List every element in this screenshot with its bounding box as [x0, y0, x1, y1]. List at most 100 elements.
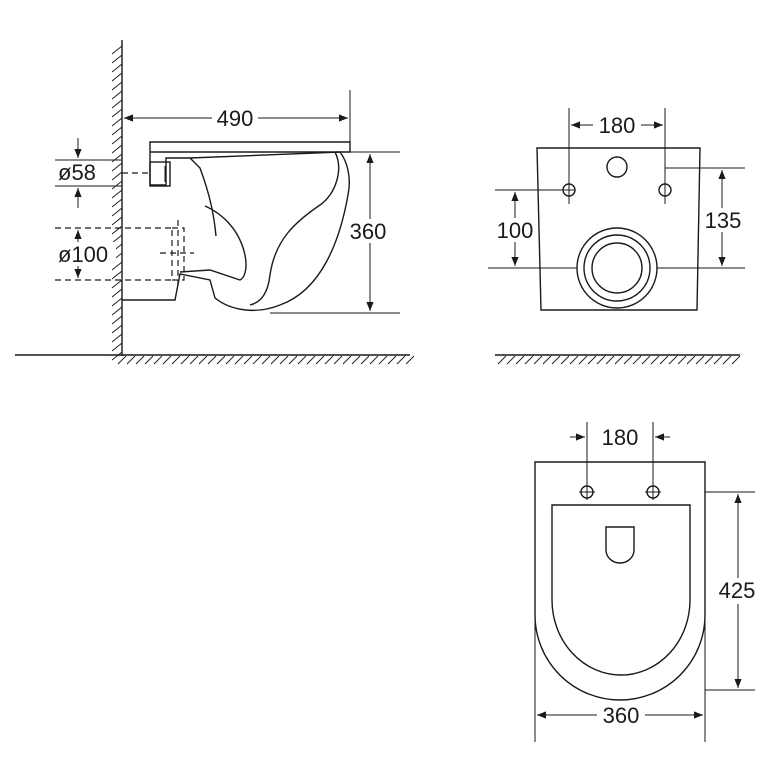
hatch-line	[216, 355, 226, 365]
top-width-label: 360	[603, 703, 640, 728]
hatch-line	[713, 355, 723, 365]
hatch-line	[731, 355, 741, 365]
hatch-line	[668, 355, 678, 365]
hatch-line	[111, 180, 123, 190]
hatch-line	[378, 355, 388, 365]
hatch-line	[360, 355, 370, 365]
hatch-line	[270, 355, 280, 365]
hatch-line	[641, 355, 651, 365]
hatch-line	[704, 355, 714, 365]
hatch-line	[533, 355, 543, 365]
toilet-bowl-outline	[122, 151, 350, 311]
hatch-line	[111, 81, 123, 91]
height-label: 360	[350, 219, 387, 244]
hatch-line	[596, 355, 606, 365]
hatch-line	[144, 355, 154, 365]
inlet-diameter-label: ø58	[58, 160, 96, 185]
top-inlet-slot	[605, 526, 635, 564]
hatch-line	[111, 225, 123, 235]
wall-hatching	[111, 45, 123, 361]
floor-hatching	[117, 355, 415, 365]
hatch-line	[387, 355, 397, 365]
hatch-line	[324, 355, 334, 365]
hatch-line	[111, 270, 123, 280]
outlet-ring-outer	[576, 227, 658, 309]
hatch-line	[111, 126, 123, 136]
hatch-line	[153, 355, 163, 365]
hatch-line	[111, 162, 123, 172]
hatch-line	[111, 351, 123, 361]
hatch-line	[111, 324, 123, 334]
hatch-line	[405, 355, 415, 365]
hatch-line	[497, 355, 507, 365]
rear-left-height-label: 100	[497, 218, 534, 243]
hatch-line	[524, 355, 534, 365]
hatch-line	[111, 171, 123, 181]
outlet-diameter-label: ø100	[58, 242, 108, 267]
hatch-line	[111, 135, 123, 145]
toilet-trap	[179, 205, 247, 281]
hatch-line	[111, 216, 123, 226]
hatch-line	[111, 261, 123, 271]
hatch-line	[111, 279, 123, 289]
hatch-line	[515, 355, 525, 365]
hatch-line	[569, 355, 579, 365]
top-bolt-right	[645, 484, 661, 500]
side-view: 490 360 ø58 ø100	[15, 40, 415, 365]
hatch-line	[111, 72, 123, 82]
hatch-line	[111, 198, 123, 208]
hatch-line	[234, 355, 244, 365]
hatch-line	[111, 315, 123, 325]
hatch-line	[587, 355, 597, 365]
hatch-line	[342, 355, 352, 365]
hatch-line	[333, 355, 343, 365]
hatch-line	[111, 45, 123, 55]
hatch-line	[351, 355, 361, 365]
hatch-line	[315, 355, 325, 365]
hatch-line	[162, 355, 172, 365]
hatch-line	[111, 90, 123, 100]
width-label: 490	[217, 106, 254, 131]
hatch-line	[614, 355, 624, 365]
hatch-line	[551, 355, 561, 365]
hatch-line	[111, 108, 123, 118]
top-length-label: 425	[719, 578, 756, 603]
hatch-line	[695, 355, 705, 365]
hatch-line	[111, 189, 123, 199]
hatch-line	[111, 99, 123, 109]
hatch-line	[111, 63, 123, 73]
hatch-line	[189, 355, 199, 365]
hatch-line	[180, 355, 190, 365]
hatch-line	[623, 355, 633, 365]
hatch-line	[288, 355, 298, 365]
top-bolt-left	[579, 484, 595, 500]
hatch-line	[659, 355, 669, 365]
hatch-line	[297, 355, 307, 365]
hatch-line	[560, 355, 570, 365]
toilet-bowl-inner	[249, 151, 340, 306]
rear-view: 180 100 135	[488, 108, 746, 365]
hatch-line	[578, 355, 588, 365]
top-outer-outline	[534, 461, 706, 701]
inlet-pipe	[149, 161, 171, 187]
hatch-line	[111, 333, 123, 343]
hatch-line	[369, 355, 379, 365]
hatch-line	[111, 342, 123, 352]
hatch-line	[252, 355, 262, 365]
outlet-ring-inner	[591, 242, 643, 294]
rear-profile	[536, 147, 701, 311]
hatch-line	[111, 117, 123, 127]
hatch-line	[117, 355, 127, 365]
hatch-line	[111, 234, 123, 244]
rear-floor-hatching	[497, 355, 741, 365]
hatch-line	[261, 355, 271, 365]
hatch-line	[396, 355, 406, 365]
rear-bolt-spacing-label: 180	[599, 113, 636, 138]
hatch-line	[306, 355, 316, 365]
hatch-line	[722, 355, 732, 365]
hatch-line	[506, 355, 516, 365]
hatch-line	[111, 54, 123, 64]
hatch-line	[111, 153, 123, 163]
hatch-line	[677, 355, 687, 365]
